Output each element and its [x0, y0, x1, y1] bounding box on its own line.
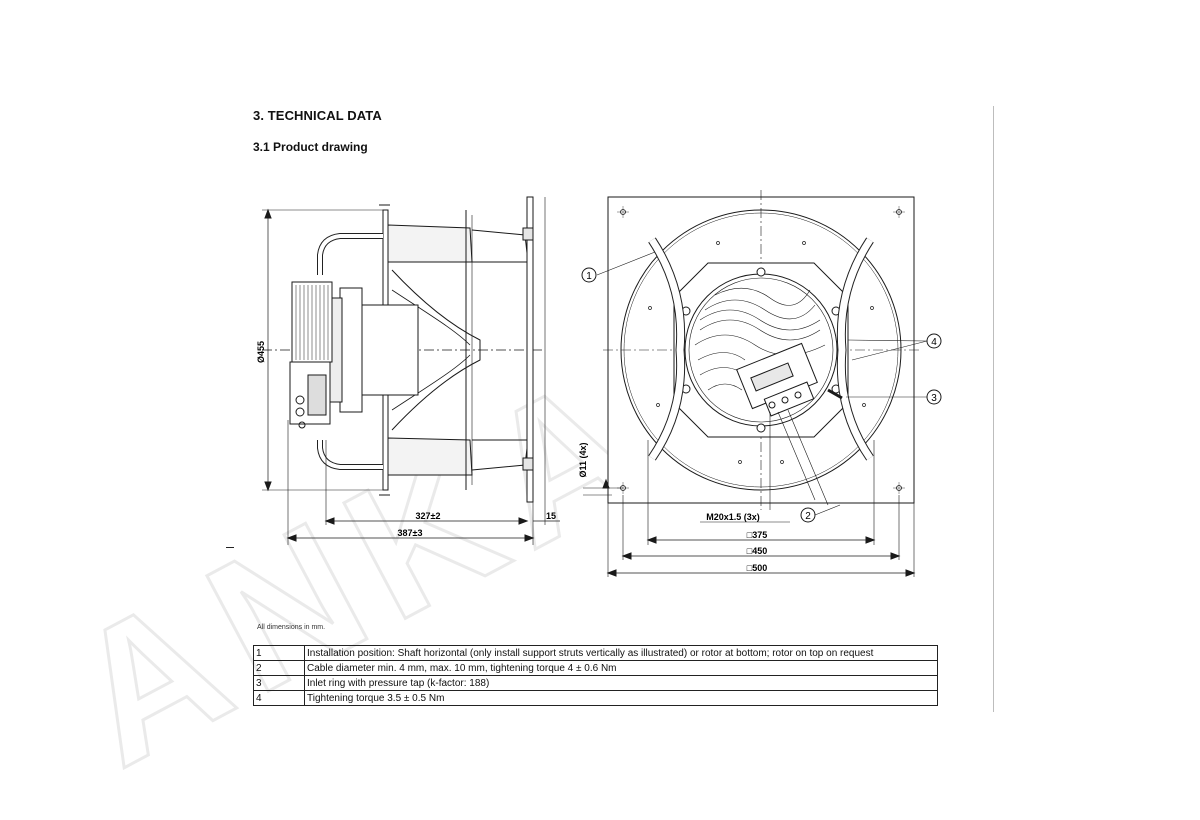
callout-4: 4	[931, 337, 937, 348]
note-text: Tightening torque 3.5 ± 0.5 Nm	[304, 690, 938, 706]
callout-2: 2	[805, 511, 811, 522]
table-row: 4 Tightening torque 3.5 ± 0.5 Nm	[253, 690, 938, 706]
note-text: Cable diameter min. 4 mm, max. 10 mm, ti…	[304, 660, 938, 676]
dimension-500: □500	[747, 563, 767, 573]
dimension-15: 15	[546, 511, 556, 521]
dimension-327: 327±2	[416, 511, 441, 521]
section-title: 3. TECHNICAL DATA	[253, 108, 382, 123]
note-number: 4	[253, 690, 305, 706]
dimension-375: □375	[747, 530, 767, 540]
note-text: Installation position: Shaft horizontal …	[304, 645, 938, 661]
callout-3: 3	[931, 393, 937, 404]
notes-table: 1 Installation position: Shaft horizonta…	[253, 645, 938, 706]
thread-dimension: M20x1.5 (3x)	[706, 512, 760, 522]
dimension-450: □450	[747, 546, 767, 556]
note-number: 3	[253, 675, 305, 691]
table-row: 1 Installation position: Shaft horizonta…	[253, 645, 938, 661]
diameter-dimension: Ø455	[256, 341, 266, 363]
dimension-387: 387±3	[398, 528, 423, 538]
margin-tick	[226, 547, 234, 548]
hole-dimension: Ø11 (4x)	[578, 442, 588, 477]
callout-1: 1	[586, 271, 592, 282]
dimensions-note: All dimensions in mm.	[257, 624, 326, 631]
front-view	[581, 190, 942, 577]
subsection-title: 3.1 Product drawing	[253, 140, 368, 154]
table-row: 3 Inlet ring with pressure tap (k-factor…	[253, 675, 938, 691]
note-number: 1	[253, 645, 305, 661]
side-view	[262, 196, 560, 545]
note-number: 2	[253, 660, 305, 676]
table-row: 2 Cable diameter min. 4 mm, max. 10 mm, …	[253, 660, 938, 676]
note-text: Inlet ring with pressure tap (k-factor: …	[304, 675, 938, 691]
page-edge-rule	[993, 106, 994, 712]
